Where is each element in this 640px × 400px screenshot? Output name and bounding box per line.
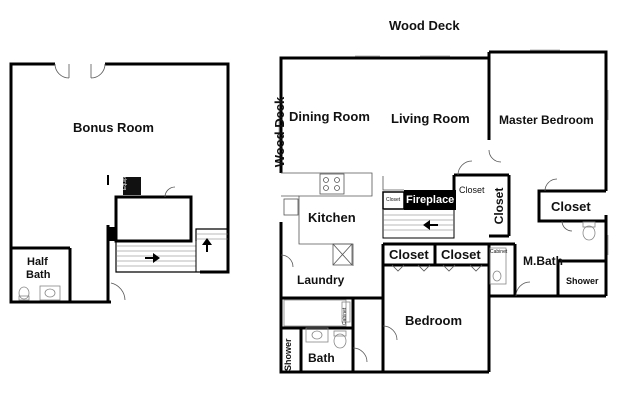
closet-doors xyxy=(352,149,573,363)
bath-fixtures xyxy=(283,221,596,349)
arrow-up-icon xyxy=(202,238,212,252)
shower-bath-label: Shower xyxy=(283,338,293,371)
shower-master-label: Shower xyxy=(566,276,599,286)
closet-master-label: Closet xyxy=(551,199,591,214)
closet-vertical-label: Closet xyxy=(492,187,506,225)
half-bath-label-line2: Bath xyxy=(26,269,51,281)
wood-deck-label-left: Wood Deck xyxy=(272,96,287,168)
fireplace-stair xyxy=(382,176,456,239)
windows xyxy=(278,49,609,255)
closet-hall-1-label: Closet xyxy=(389,247,429,262)
arrow-right-icon xyxy=(145,253,160,263)
wood-deck-label-top: Wood Deck xyxy=(389,18,460,33)
closet-right-fireplace-label: Closet xyxy=(459,185,485,195)
bonus-room-label: Bonus Room xyxy=(73,120,154,135)
kitchen-label: Kitchen xyxy=(308,210,356,225)
arrow-left-icon xyxy=(423,220,438,230)
kitchen-counters xyxy=(280,172,373,268)
closet-fireplace-label: Closet xyxy=(386,197,401,203)
cabinet-label-2: Cabinet xyxy=(490,249,508,255)
dining-room-label: Dining Room xyxy=(289,109,370,124)
closet-hall-2-label: Closet xyxy=(441,247,481,262)
m-bath-label: M.Bath xyxy=(523,254,563,268)
living-room-label: Living Room xyxy=(391,111,470,126)
bedroom-label: Bedroom xyxy=(405,313,463,328)
bonus-stair xyxy=(109,195,229,273)
main-house-walls xyxy=(279,50,608,374)
equipment-label: Equipment xyxy=(122,166,128,190)
fireplace-label: Fireplace xyxy=(406,194,455,206)
half-bath-fixtures xyxy=(18,285,61,301)
laundry-label: Laundry xyxy=(297,273,345,287)
bath-label: Bath xyxy=(308,351,335,365)
cabinet-label-1: Cabinet xyxy=(342,307,348,325)
half-bath-label-line1: Half xyxy=(27,256,48,268)
equipment-icon xyxy=(123,177,141,195)
bonus-room-doors xyxy=(54,63,126,301)
master-bedroom-label: Master Bedroom xyxy=(499,113,594,127)
